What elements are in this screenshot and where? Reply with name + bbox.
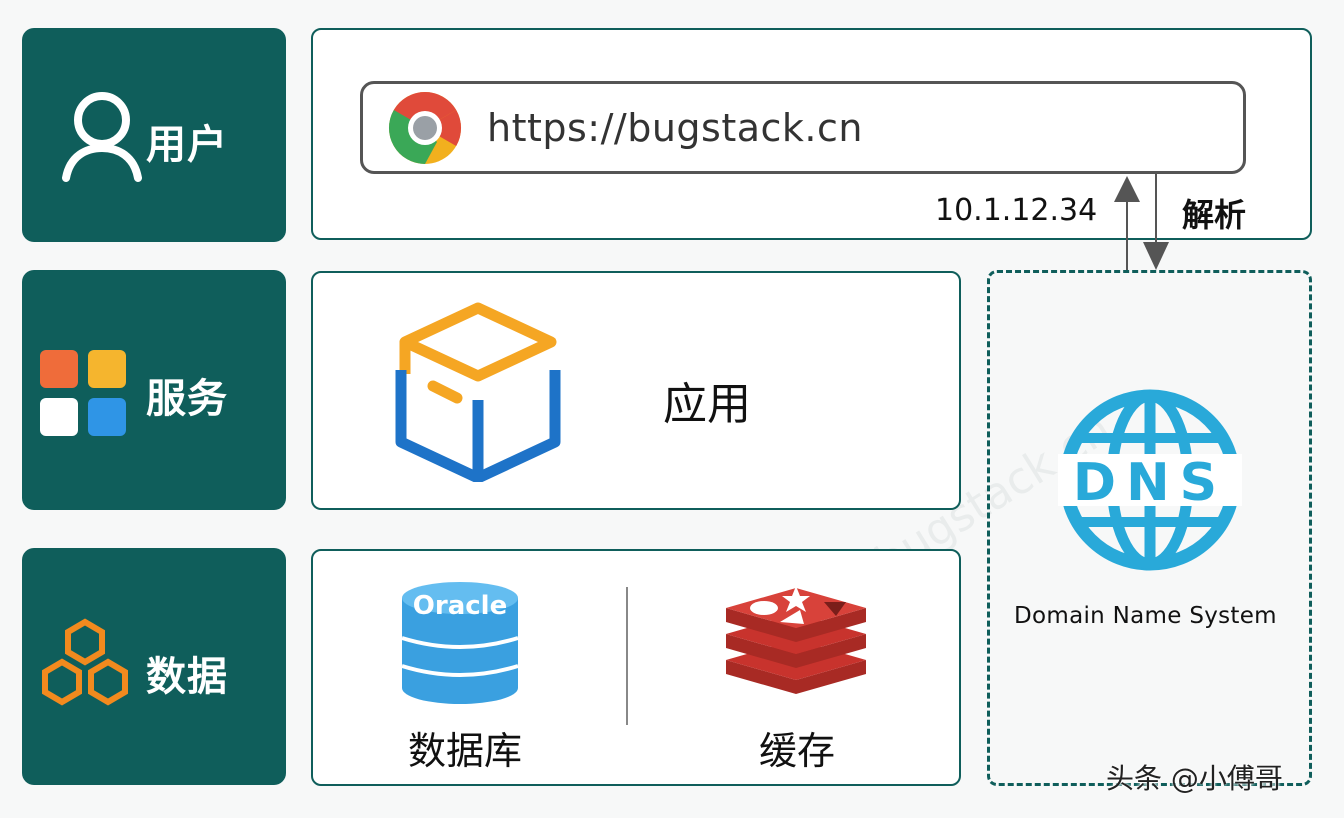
layer-service-label: 服务 xyxy=(146,376,228,422)
resolve-label: 解析 xyxy=(1182,196,1247,234)
hexagon-cluster-icon xyxy=(42,618,128,706)
chrome-icon xyxy=(388,91,462,164)
cache-label: 缓存 xyxy=(759,729,836,773)
database-label: 数据库 xyxy=(408,729,523,773)
browser-address-bar[interactable]: https://bugstack.cn xyxy=(360,81,1246,174)
url-text: https://bugstack.cn xyxy=(487,106,863,150)
dns-caption: Domain Name System xyxy=(1014,603,1277,629)
redis-cache-icon xyxy=(726,586,866,694)
user-icon xyxy=(62,92,142,182)
dns-logo-text: DNS xyxy=(1073,453,1227,513)
oracle-database-icon: Oracle xyxy=(401,582,519,704)
service-panel xyxy=(311,271,961,510)
request-arrows xyxy=(1114,174,1169,270)
dns-globe-icon: DNS xyxy=(1058,389,1242,571)
layer-user-tile: 用户 xyxy=(22,28,286,242)
data-divider xyxy=(626,587,628,725)
apps-grid-icon xyxy=(40,350,126,436)
layer-data-label: 数据 xyxy=(146,654,228,700)
oracle-logo-text: Oracle xyxy=(413,591,507,621)
layer-service-tile: 服务 xyxy=(22,270,286,510)
layer-data-tile: 数据 xyxy=(22,548,286,785)
app-label: 应用 xyxy=(663,379,751,430)
footer-credit: 头条 @小傅哥 xyxy=(1106,762,1283,795)
layer-user-label: 用户 xyxy=(146,122,228,168)
ip-address-label: 10.1.12.34 xyxy=(935,193,1098,228)
app-box-icon xyxy=(395,302,561,482)
dns-panel xyxy=(987,270,1312,786)
